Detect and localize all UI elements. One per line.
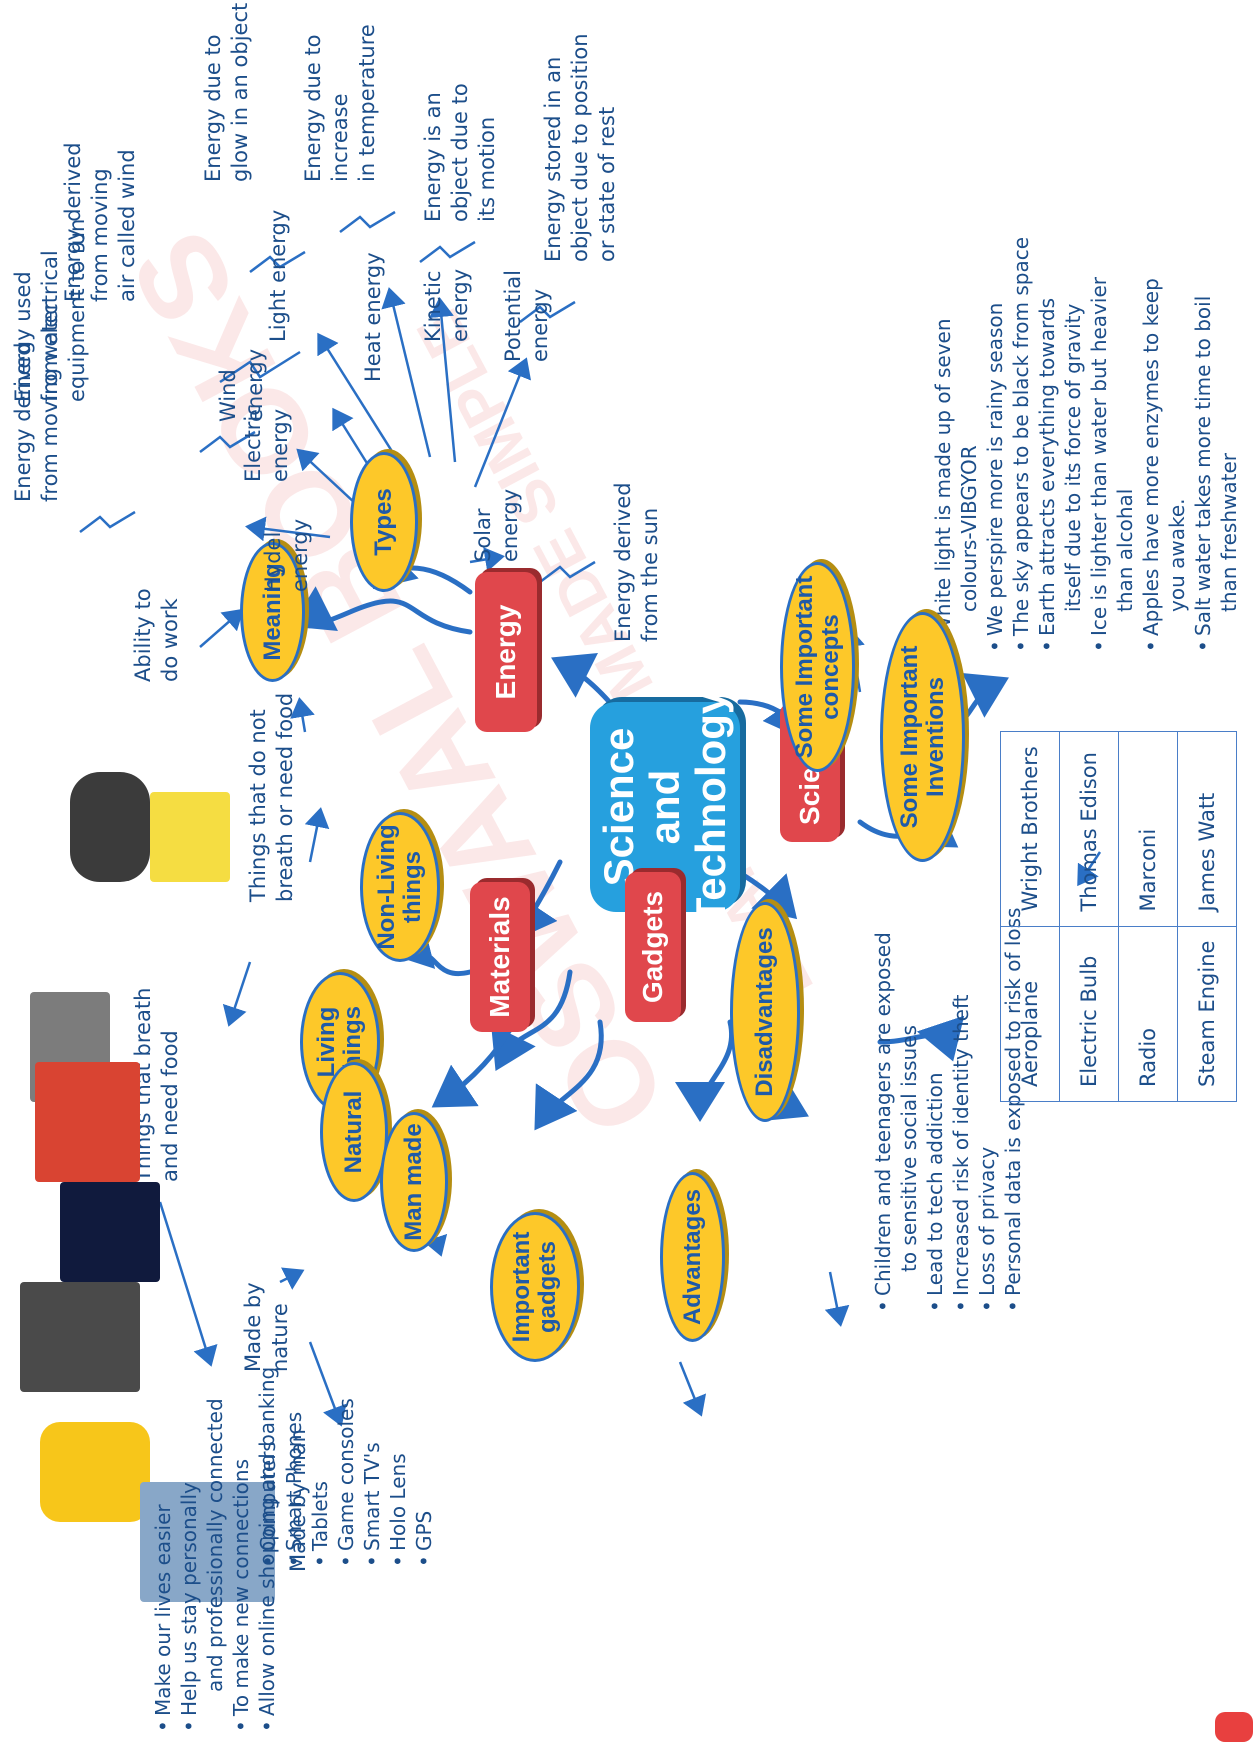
gadget-item: Holo Lens [385, 1398, 411, 1567]
table-cell: Aeroplane [1000, 926, 1060, 1102]
table-row: Aeroplane Wright Brothers [1000, 731, 1060, 1102]
science-concepts[interactable]: Some Important concepts [780, 562, 855, 772]
concept-item: Ice is lighter than water but heavier [1086, 237, 1112, 652]
concept-item: itself due to its force of gravity [1061, 303, 1085, 612]
gadget-item: Smart TV's [359, 1398, 385, 1567]
disadvantage-item: to sensitive social issues [897, 1025, 921, 1272]
table-row: Electric Bulb Thomas Edison [1059, 731, 1119, 1102]
gadget-item: Tablets [307, 1398, 333, 1567]
advantage-item: To make new connections [228, 1367, 254, 1732]
concept-item: you awake. [1165, 498, 1189, 612]
inventions-table: Aeroplane Wright Brothers Electric Bulb … [1000, 731, 1237, 1102]
branch-gadgets[interactable]: Gadgets [625, 872, 681, 1022]
sticky-notes-image [150, 792, 230, 882]
advantage-item: Allow online shopping and banking [254, 1367, 280, 1732]
materials-nonliving-def: Things that do not breath or need food [246, 692, 297, 902]
energy-type-name: Potential energy [501, 270, 552, 362]
gadgets-important[interactable]: Important gadgets [490, 1212, 580, 1362]
science-inventions[interactable]: Some Important Inventions [880, 612, 965, 862]
disadvantage-item: Children and teenagers are exposed [870, 908, 896, 1312]
table-row: Radio Marconi [1118, 731, 1178, 1102]
advantage-item: Make our lives easier [150, 1367, 176, 1732]
table-cell: Marconi [1118, 731, 1178, 927]
table-cell: Steam Engine [1177, 926, 1237, 1102]
lightning-image [60, 1182, 160, 1282]
branch-materials[interactable]: Materials [470, 882, 530, 1032]
energy-type-def: Energy stored in an object due to positi… [541, 33, 619, 262]
disadvantage-item: Increased risk of identity theft [948, 908, 974, 1312]
disadvantage-item: Lead to tech addiction [922, 908, 948, 1312]
table-cell: James Watt [1177, 731, 1237, 927]
gadgets-advantages[interactable]: Advantages [660, 1172, 725, 1342]
energy-type-def: Energy derived from moving air called wi… [61, 142, 139, 302]
concept-item: Salt water takes more time to boil [1190, 237, 1216, 652]
table-cell: Wright Brothers [1000, 731, 1060, 927]
energy-type-name: Light energy [266, 209, 290, 342]
waves-image [20, 1282, 140, 1392]
gadgets-important-list: Computers Smart Phones Tablets Game cons… [255, 1398, 437, 1567]
energy-type-name: Heat energy [361, 252, 385, 382]
flower-image [35, 1062, 140, 1182]
science-concepts-list: White light is made up of seven colours-… [930, 237, 1242, 652]
energy-type-name: Hydel energy [261, 518, 312, 592]
materials-manmade[interactable]: Man made [380, 1112, 448, 1252]
energy-type-name: Wind energy [216, 348, 267, 422]
concept-item: colours-VIBGYOR [957, 445, 981, 612]
energy-type-name: Solar energy [471, 488, 522, 562]
materials-nonliving[interactable]: Non-Living things [360, 812, 440, 962]
gadget-item: Game consoles [333, 1398, 359, 1567]
bucket-image [40, 1422, 150, 1522]
gadget-item: Smart Phones [281, 1398, 307, 1567]
energy-types[interactable]: Types [350, 452, 418, 592]
concept-item: Earth attracts everything towards [1034, 237, 1060, 652]
advantage-item: Help us stay personally [176, 1367, 202, 1732]
advantage-item: and professionally connected [203, 1398, 227, 1692]
page-corner-badge [1215, 1712, 1253, 1742]
energy-type-name: Kinetic energy [421, 268, 472, 342]
concept-item: We perspire more is rainy season [982, 237, 1008, 652]
materials-natural-def: Made by nature [241, 1282, 292, 1372]
rope-key-image [70, 772, 150, 882]
materials-natural[interactable]: Natural [320, 1062, 388, 1202]
table-row: Steam Engine James Watt [1177, 731, 1237, 1102]
table-cell: Radio [1118, 926, 1178, 1102]
gadgets-disadvantages[interactable]: Disadvantages [730, 902, 800, 1122]
energy-type-def: Energy derived from the sun [611, 482, 662, 642]
table-cell: Electric Bulb [1059, 926, 1119, 1102]
branch-energy[interactable]: Energy [475, 572, 537, 732]
energy-type-def: Energy due to glow in an object [201, 2, 252, 182]
table-cell: Thomas Edison [1059, 731, 1119, 927]
concept-item: Apples have more enzymes to keep [1138, 237, 1164, 652]
energy-type-def: Energy due to increase in temperature [301, 24, 379, 182]
concept-item: than freshwater [1217, 452, 1241, 612]
energy-type-def: Energy is an object due to its motion [421, 83, 499, 222]
energy-meaning-def: Ability to do work [131, 588, 182, 682]
concept-item: The sky appears to be black from space [1008, 237, 1034, 652]
concept-item: White light is made up of seven [930, 237, 956, 652]
gadgets-advantages-list: Make our lives easier Help us stay perso… [150, 1367, 280, 1732]
concept-item: than alcohal [1113, 488, 1137, 612]
disadvantage-item: Loss of privacy [974, 908, 1000, 1312]
gadget-item: GPS [411, 1398, 437, 1567]
